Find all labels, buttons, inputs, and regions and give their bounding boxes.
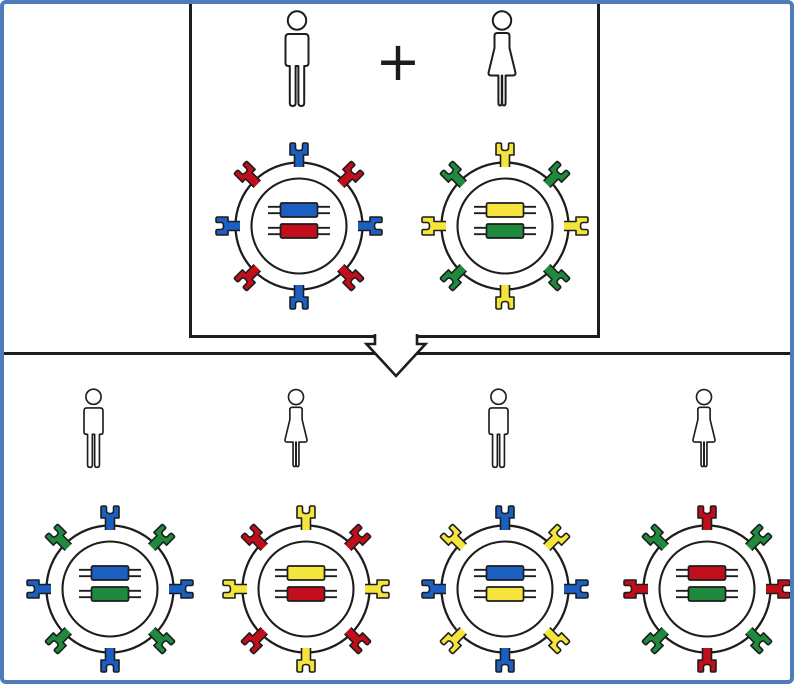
hla-receptor-icon [766, 579, 790, 599]
hla-receptor-icon [421, 579, 446, 599]
hla-receptor-icon [439, 523, 468, 552]
child-4-figure female-figure-icon [686, 388, 722, 474]
hla-receptor-icon [240, 626, 269, 655]
down-arrow-icon [363, 334, 429, 378]
hla-receptor-icon [44, 523, 73, 552]
gene-block [687, 586, 727, 602]
cell-diagram [222, 505, 390, 673]
gene-block [485, 586, 525, 602]
hla-receptor-icon [215, 216, 240, 236]
gene-block [90, 565, 130, 581]
hla-receptor-icon [343, 523, 372, 552]
hla-receptor-icon [495, 505, 515, 530]
chromosome-bottom [474, 586, 536, 602]
child-3-figure male-figure-icon [482, 388, 515, 474]
hla-receptor-icon [623, 579, 648, 599]
chromosome-top [474, 565, 536, 581]
hla-receptor-icon [296, 648, 316, 673]
child-3-cell [410, 494, 600, 680]
hla-receptor-icon [336, 263, 365, 292]
hla-receptor-icon [495, 648, 515, 673]
hla-receptor-icon [100, 505, 120, 530]
child-2-cell [211, 494, 401, 680]
gene-block [279, 223, 319, 239]
gene-block [286, 565, 326, 581]
hla-receptor-icon [289, 142, 309, 167]
hla-receptor-icon [296, 505, 316, 530]
plus-sign: + [375, 29, 421, 93]
mother-cell [410, 131, 600, 321]
chromosome-bottom [474, 223, 536, 239]
hla-receptor-icon [147, 523, 176, 552]
chromosome-top [676, 565, 738, 581]
hla-receptor-icon [240, 523, 269, 552]
chromosome-bottom [268, 223, 330, 239]
hla-receptor-icon [744, 523, 773, 552]
hla-receptor-icon [564, 216, 589, 236]
hla-receptor-icon [439, 160, 468, 189]
cell-diagram [215, 142, 383, 310]
chromosome-bottom [676, 586, 738, 602]
hla-receptor-icon [147, 626, 176, 655]
father-cell [204, 131, 394, 321]
gene-block [687, 565, 727, 581]
hla-receptor-icon [439, 263, 468, 292]
cell-diagram [421, 505, 589, 673]
hla-receptor-icon [26, 579, 51, 599]
hla-receptor-icon [169, 579, 194, 599]
hla-receptor-icon [100, 648, 120, 673]
hla-receptor-icon [542, 626, 571, 655]
child-2-figure female-figure-icon [278, 388, 314, 474]
hla-receptor-icon [542, 523, 571, 552]
hla-receptor-icon [343, 626, 372, 655]
cell-diagram [623, 505, 790, 673]
hla-receptor-icon [697, 505, 717, 530]
hla-receptor-icon [439, 626, 468, 655]
hla-receptor-icon [542, 263, 571, 292]
hla-receptor-icon [641, 523, 670, 552]
hla-receptor-icon [233, 263, 262, 292]
cell-diagram [26, 505, 194, 673]
chromosome-top [268, 202, 330, 218]
child-1-figure male-figure-icon [77, 388, 110, 474]
hla-receptor-icon [222, 579, 247, 599]
chromosome-bottom [79, 586, 141, 602]
hla-receptor-icon [744, 626, 773, 655]
chromosome-top [79, 565, 141, 581]
gene-block [485, 223, 525, 239]
chromosome-top [474, 202, 536, 218]
gene-block [485, 202, 525, 218]
chromosome-bottom [275, 586, 337, 602]
mother-figure female-figure-icon [480, 10, 524, 114]
hla-receptor-icon [495, 285, 515, 310]
gene-block [90, 586, 130, 602]
gene-block [485, 565, 525, 581]
child-1-cell [15, 494, 205, 680]
hla-receptor-icon [358, 216, 383, 236]
cell-diagram [421, 142, 589, 310]
hla-receptor-icon [564, 579, 589, 599]
hla-receptor-icon [289, 285, 309, 310]
hla-receptor-icon [336, 160, 365, 189]
hla-receptor-icon [542, 160, 571, 189]
hla-receptor-icon [365, 579, 390, 599]
hla-receptor-icon [495, 142, 515, 167]
gene-block [286, 586, 326, 602]
father-figure male-figure-icon [277, 10, 317, 114]
child-4-cell [612, 494, 790, 680]
hla-receptor-icon [641, 626, 670, 655]
hla-receptor-icon [44, 626, 73, 655]
hla-receptor-icon [421, 216, 446, 236]
hla-receptor-icon [697, 648, 717, 673]
gene-block [279, 202, 319, 218]
hla-receptor-icon [233, 160, 262, 189]
chromosome-top [275, 565, 337, 581]
